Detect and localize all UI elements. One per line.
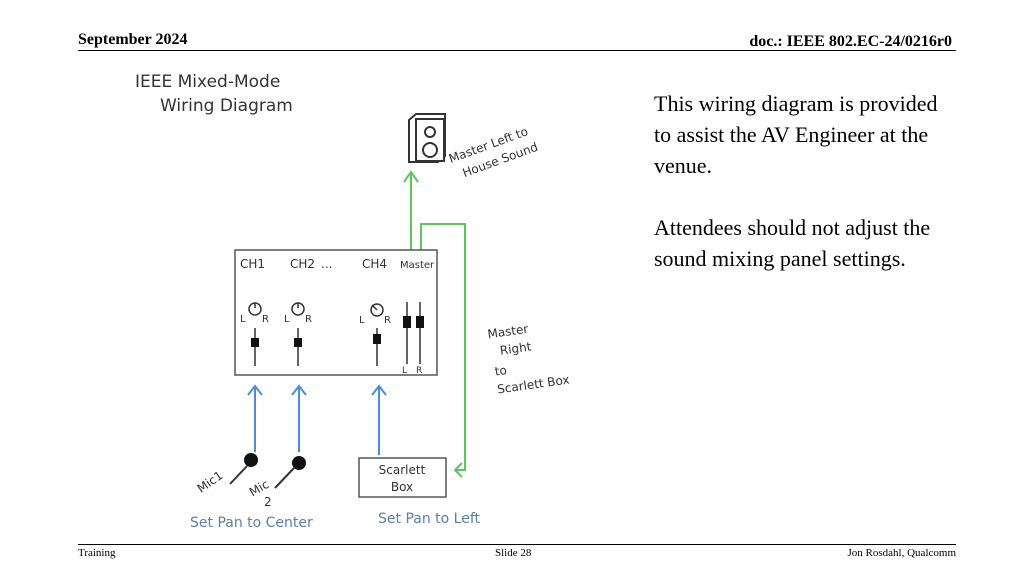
ch1-fader [251, 338, 259, 347]
mixer-panel: CH1 CH2 ... CH4 Master L R L R L R [234, 249, 438, 376]
ch4-pan-knob-icon [370, 303, 384, 317]
ch4-fader [373, 334, 381, 344]
master-left-arrow [403, 170, 419, 250]
ch2-strip: L R [284, 302, 312, 366]
ch1-pan-right-label: R [262, 314, 269, 325]
master-left-fader [403, 316, 411, 328]
master-faders: L R [402, 302, 424, 376]
scarlett-label-line1: Scarlett [379, 463, 426, 477]
mic1-icon [229, 453, 258, 485]
mic1-label: Mic1 [195, 468, 226, 495]
channel-label-ch2: CH2 [290, 257, 315, 271]
master-right-label-2: Right [499, 339, 533, 357]
scarlett-box: Scarlett Box [358, 457, 447, 498]
ch1-strip: L R [240, 302, 269, 366]
master-right-label-3: to [494, 363, 508, 379]
header-doc-id: doc.: IEEE 802.EC-24/0216r0 [749, 33, 952, 50]
footer-category: Training [78, 547, 116, 559]
paragraph-wiring-purpose: This wiring diagram is provided to assis… [654, 91, 938, 178]
diagram-title-line2: Wiring Diagram [160, 96, 293, 116]
ch4-strip: L R [359, 303, 391, 366]
ch2-fader [294, 338, 302, 347]
channel-label-ellipsis: ... [321, 257, 332, 271]
ch4-pan-left-label: L [359, 315, 365, 326]
footer-rule [78, 544, 956, 545]
channel-label-ch1: CH1 [240, 257, 265, 271]
master-right-label-1: Master [487, 322, 530, 342]
speaker-icon [408, 113, 446, 163]
scarlett-label-line2: Box [391, 480, 413, 494]
ch1-pan-left-label: L [240, 314, 246, 325]
master-l-label: L [402, 366, 407, 376]
channel-label-master: Master [400, 260, 435, 271]
mic2-icon [274, 456, 306, 489]
header-date: September 2024 [78, 31, 188, 48]
channel-label-ch4: CH4 [362, 257, 387, 271]
master-right-route [420, 223, 466, 478]
diagram-title-line1: IEEE Mixed-Mode [135, 72, 280, 92]
ch2-pan-left-label: L [284, 314, 290, 325]
ch4-pan-right-label: R [384, 315, 391, 326]
note-set-pan-center: Set Pan to Center [190, 515, 313, 531]
input-arrows [247, 384, 387, 455]
footer-slide-number: Slide 28 [495, 547, 532, 559]
master-right-fader [416, 316, 424, 328]
note-set-pan-left: Set Pan to Left [378, 511, 481, 527]
slide-body-text: This wiring diagram is provided to assis… [654, 88, 954, 305]
footer-author: Jon Rosdahl, Qualcomm [847, 547, 956, 559]
paragraph-attendee-warning: Attendees should not adjust the sound mi… [654, 215, 931, 271]
ch2-pan-right-label: R [305, 314, 312, 325]
header-rule [78, 50, 956, 51]
mic2-label-line2: 2 [264, 495, 272, 509]
master-r-label: R [416, 366, 422, 376]
